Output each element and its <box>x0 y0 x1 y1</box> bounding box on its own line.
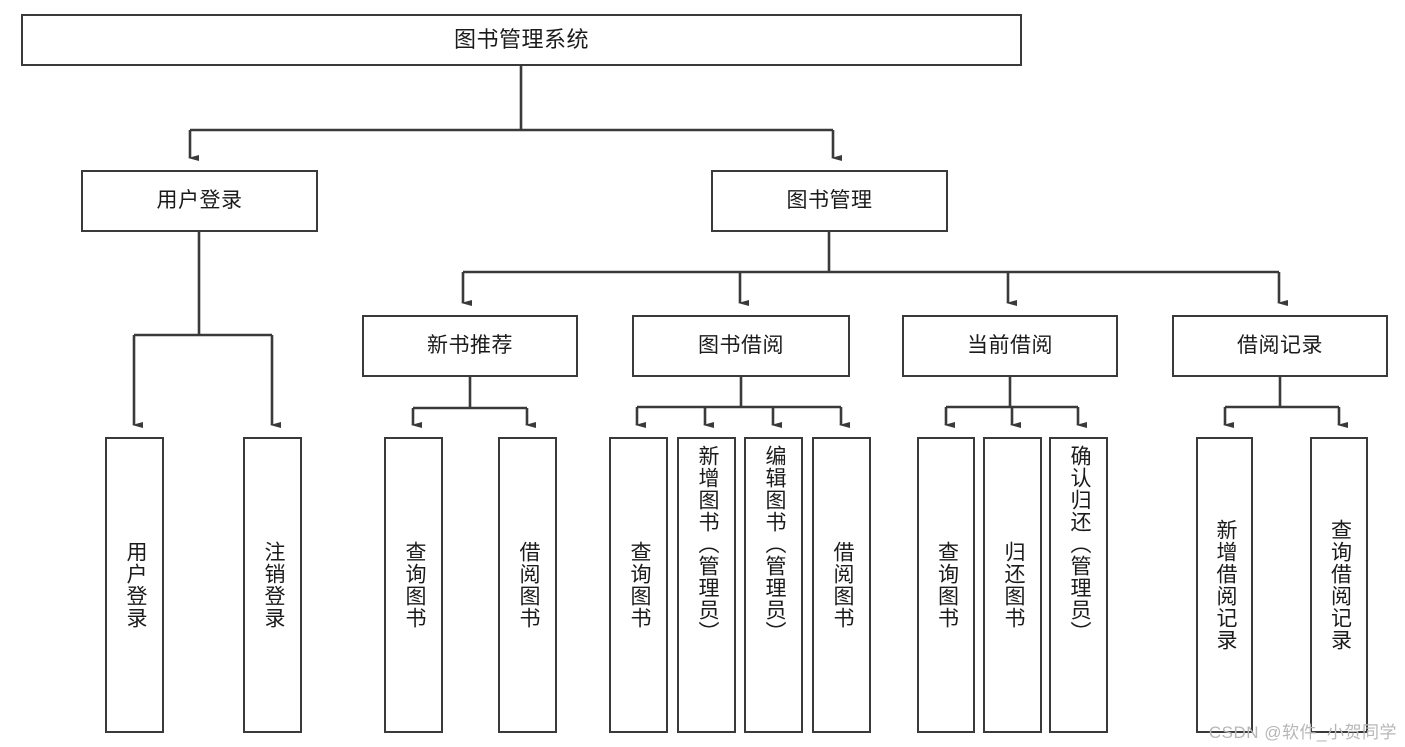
node-label: 借阅记录 <box>1237 333 1323 357</box>
leaf-confirm-return-admin[interactable]: 确认归还（管理员） <box>1049 437 1108 733</box>
node-label: 图书管理 <box>786 188 873 212</box>
leaf-query-borrow-record[interactable]: 查询借阅记录 <box>1310 437 1368 733</box>
leaf-query-book-new[interactable]: 查询图书 <box>384 437 443 733</box>
leaf-query-book-borrow[interactable]: 查询图书 <box>609 437 668 733</box>
watermark-text: CSDN @软件_小贺同学 <box>1208 723 1397 742</box>
leaf-return-book[interactable]: 归还图书 <box>983 437 1042 733</box>
leaf-add-book-admin[interactable]: 新增图书（管理员） <box>677 437 736 733</box>
leaf-label: 注销登录 <box>261 541 285 629</box>
leaf-label: 查询图书 <box>935 541 959 629</box>
leaf-label: 归还图书 <box>1001 541 1025 629</box>
leaf-borrow-book[interactable]: 借阅图书 <box>812 437 871 733</box>
leaf-label: 借阅图书 <box>516 541 540 629</box>
leaf-logout[interactable]: 注销登录 <box>243 437 302 733</box>
leaf-user-login[interactable]: 用户登录 <box>105 437 164 733</box>
leaf-label: 借阅图书 <box>830 541 854 629</box>
node-label: 图书管理系统 <box>453 27 589 53</box>
node-label: 用户登录 <box>156 188 243 212</box>
leaf-label: 用户登录 <box>123 541 147 629</box>
node-user-login[interactable]: 用户登录 <box>81 170 318 232</box>
node-root-system[interactable]: 图书管理系统 <box>21 14 1022 66</box>
leaf-add-borrow-record[interactable]: 新增借阅记录 <box>1196 437 1253 733</box>
node-borrow-record[interactable]: 借阅记录 <box>1172 315 1388 377</box>
leaf-label: 新增图书（管理员） <box>695 445 719 643</box>
node-book-management[interactable]: 图书管理 <box>711 170 948 232</box>
node-new-book-recommend[interactable]: 新书推荐 <box>362 315 578 377</box>
leaf-label: 查询图书 <box>627 541 651 629</box>
leaf-label: 确认归还（管理员） <box>1067 445 1091 643</box>
leaf-borrow-book-new[interactable]: 借阅图书 <box>498 437 557 733</box>
node-current-borrow[interactable]: 当前借阅 <box>902 315 1118 377</box>
leaf-query-book-current[interactable]: 查询图书 <box>917 437 975 733</box>
node-book-borrow[interactable]: 图书借阅 <box>632 315 850 377</box>
leaf-label: 查询图书 <box>402 541 426 629</box>
leaf-label: 新增借阅记录 <box>1213 519 1237 651</box>
node-label: 图书借阅 <box>698 333 784 357</box>
node-label: 当前借阅 <box>967 333 1053 357</box>
leaf-label: 查询借阅记录 <box>1328 519 1352 651</box>
leaf-label: 编辑图书（管理员） <box>762 445 786 643</box>
node-label: 新书推荐 <box>427 333 513 357</box>
leaf-edit-book-admin[interactable]: 编辑图书（管理员） <box>744 437 803 733</box>
